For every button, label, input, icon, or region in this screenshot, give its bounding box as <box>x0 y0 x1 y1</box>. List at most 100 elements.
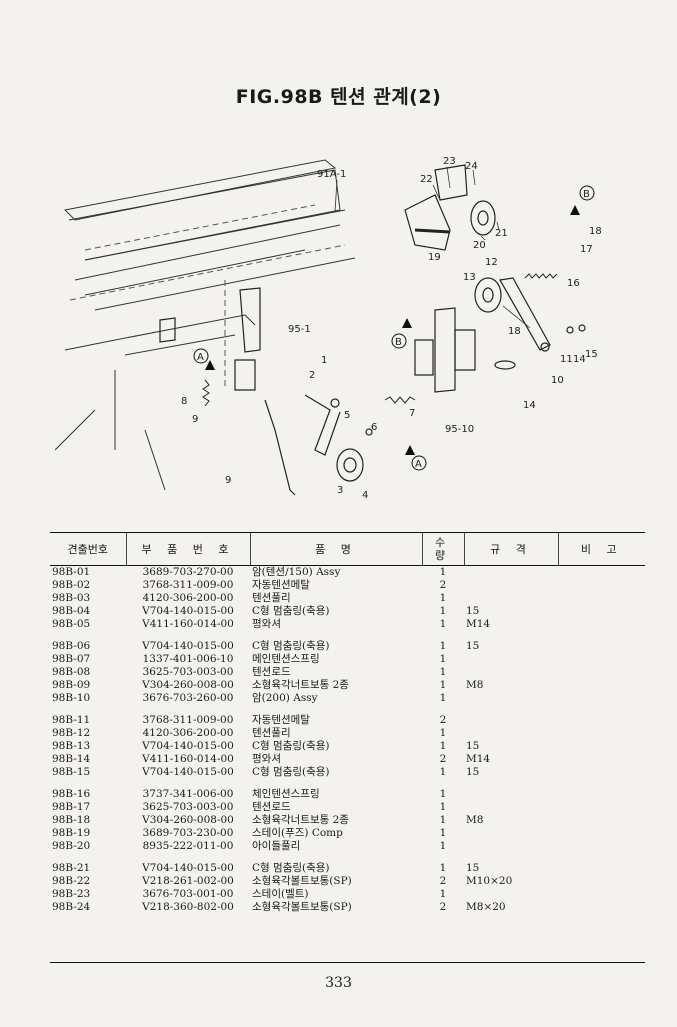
cell-spec <box>464 579 558 592</box>
spring-16 <box>524 273 558 279</box>
cell-part-name: 암(텐션/150) Assy <box>252 566 341 578</box>
cell-qty: 1 <box>439 640 447 652</box>
cell-part-no: 3689-703-270-00 <box>142 566 234 578</box>
cell-part-name: 스테이(벨트) <box>252 888 309 900</box>
cell-remarks <box>558 653 645 666</box>
cell-ref-no: 98B-24 <box>52 901 91 913</box>
cell-part-name: 텐션로드 <box>252 801 291 813</box>
cell-spec <box>464 566 558 580</box>
label-5: 5 <box>344 410 350 421</box>
cell-part-no: 3625-703-003-00 <box>142 801 234 813</box>
cell-remarks <box>558 740 645 753</box>
cell-spec: M10×20 <box>466 875 513 887</box>
cell-part-no: V218-360-802-00 <box>142 901 234 913</box>
cell-part-no: 8935-222-011-00 <box>142 840 234 852</box>
label-7: 7 <box>409 408 415 419</box>
cell-spec <box>464 801 558 814</box>
cell-part-no: 4120-306-200-00 <box>142 727 234 739</box>
ref-circle-b1 <box>391 333 407 349</box>
cell-remarks <box>558 840 645 853</box>
label-18-mid: 18 <box>508 326 521 337</box>
label-9-lower: 9 <box>225 475 231 486</box>
spring-7 <box>384 396 416 404</box>
label-24: 24 <box>465 161 478 172</box>
group-spacer <box>50 631 645 640</box>
bracket-95-1 <box>159 287 296 496</box>
cell-ref-no: 98B-02 <box>52 579 91 591</box>
cell-part-no: V218-261-002-00 <box>142 875 234 887</box>
tension-arm-10 <box>474 277 586 352</box>
label-b-mid: B <box>395 337 402 348</box>
cell-spec <box>464 840 558 853</box>
label-19: 19 <box>428 252 441 263</box>
label-18-top: 18 <box>589 226 602 237</box>
label-13: 13 <box>463 272 476 283</box>
diagram-svg: 91A-1 23 24 22 20 21 19 B 18 17 16 12 13… <box>54 156 602 501</box>
cell-part-name: 암(200) Assy <box>252 692 318 704</box>
label-21: 21 <box>495 228 508 239</box>
cell-qty: 1 <box>439 679 447 691</box>
cell-remarks <box>558 888 645 901</box>
group-spacer <box>50 705 645 714</box>
cell-qty: 1 <box>439 727 447 739</box>
cell-part-no: 3625-703-003-00 <box>142 666 234 678</box>
ref-circle-b2 <box>579 185 595 201</box>
cell-spec: 15 <box>466 740 480 752</box>
cell-part-name: 자동텐션메탈 <box>252 714 310 726</box>
label-9-upper: 9 <box>192 414 198 425</box>
cell-qty: 1 <box>439 566 447 578</box>
label-16: 16 <box>567 278 580 289</box>
cell-qty: 2 <box>439 901 447 913</box>
label-17: 17 <box>580 244 593 255</box>
cell-part-name: 소형육각볼트보통(SP) <box>252 875 352 887</box>
cell-ref-no: 98B-01 <box>52 566 91 578</box>
cell-qty: 1 <box>439 592 447 604</box>
cell-part-name: 평와셔 <box>252 618 281 630</box>
cell-part-name: C형 멈춤링(축용) <box>252 862 330 874</box>
cell-ref-no: 98B-17 <box>52 801 91 813</box>
cell-spec: M8 <box>466 814 484 826</box>
cell-ref-no: 98B-13 <box>52 740 91 752</box>
cell-ref-no: 98B-21 <box>52 862 91 874</box>
cell-ref-no: 98B-23 <box>52 888 91 900</box>
label-a-left: A <box>197 352 204 363</box>
cell-part-name: 메인텐션스프링 <box>252 653 320 665</box>
cell-remarks <box>558 766 645 779</box>
cell-part-name: 텐션풀리 <box>252 592 291 604</box>
cell-spec: 15 <box>466 862 480 874</box>
label-b-top: B <box>583 189 590 200</box>
cell-spec <box>464 788 558 801</box>
cell-part-name: C형 멈춤링(축용) <box>252 640 330 652</box>
cell-part-name: 아이들풀리 <box>252 840 301 852</box>
cell-part-name: 텐션로드 <box>252 666 291 678</box>
cell-ref-no: 98B-11 <box>52 714 91 726</box>
cell-qty: 1 <box>439 888 447 900</box>
cell-spec: 15 <box>466 766 480 778</box>
cell-remarks <box>558 679 645 692</box>
cell-spec <box>464 827 558 840</box>
label-2: 2 <box>309 370 315 381</box>
cell-qty: 2 <box>439 753 447 765</box>
cell-part-name: 소형육각볼트보통(SP) <box>252 901 352 913</box>
cell-remarks <box>558 666 645 679</box>
label-22: 22 <box>420 174 433 185</box>
cell-part-name: 체인텐션스프링 <box>252 788 320 800</box>
cell-ref-no: 98B-04 <box>52 605 91 617</box>
cell-ref-no: 98B-12 <box>52 727 91 739</box>
cell-part-no: V704-140-015-00 <box>142 862 234 874</box>
cell-spec: 15 <box>466 605 480 617</box>
